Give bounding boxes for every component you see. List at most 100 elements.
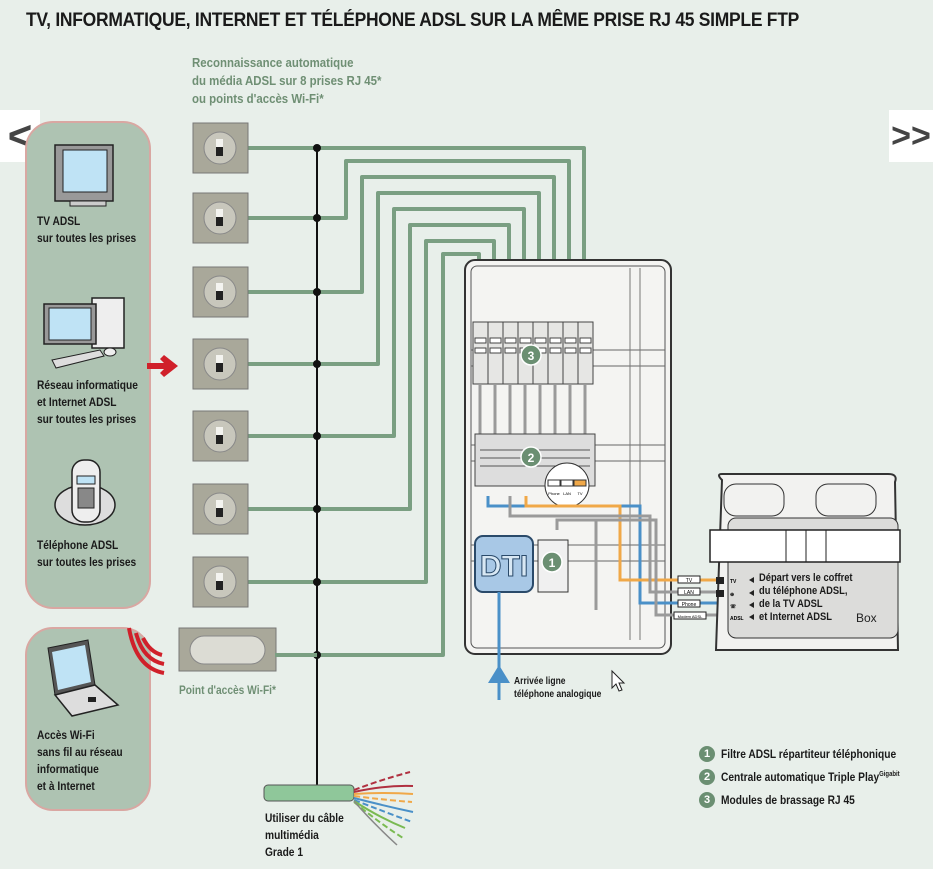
- mouse-cursor: [611, 669, 626, 692]
- patch-module: [487, 321, 504, 385]
- devices-panel: [25, 121, 151, 609]
- arrow-up-icon: [488, 665, 510, 683]
- box-port-labels: TV ⊕ ☏ ADSL: [730, 579, 744, 622]
- rj45-cable: [248, 191, 541, 366]
- legend-text: Filtre ADSL répartiteur téléphonique: [721, 747, 896, 761]
- port-label: Phone: [548, 491, 560, 496]
- legend-label: Filtre ADSL répartiteur téléphonique: [721, 747, 897, 761]
- svg-text:LAN: LAN: [684, 590, 694, 596]
- tv-label: TV ADSL sur toutes les prises: [37, 213, 136, 247]
- caption-line: du média ADSL sur 8 prises RJ 45*: [192, 73, 382, 88]
- patch-module: [502, 321, 519, 385]
- junction-dot: [313, 288, 321, 296]
- junction-dot: [313, 214, 321, 222]
- rj45-outlet[interactable]: [192, 192, 249, 244]
- label-line: Grade 1: [265, 845, 303, 859]
- rj45-outlet[interactable]: [192, 483, 249, 535]
- label-line: téléphone analogique: [514, 689, 602, 700]
- legend-label: Modules de brassage RJ 45: [721, 793, 855, 807]
- wifi-signal-icon: [127, 627, 165, 675]
- legend-item: 1 Filtre ADSL répartiteur téléphonique: [699, 746, 927, 762]
- distribution-cabinet: Phone LAN TV DTI 3 2 1: [464, 259, 720, 700]
- pointer-arrows: [749, 577, 754, 620]
- label-line: du téléphone ADSL,: [759, 585, 848, 597]
- wifi-access-point[interactable]: [178, 627, 317, 672]
- label-line: et Internet ADSL: [37, 395, 117, 409]
- auto-detection-caption: Reconnaissance automatique du média ADSL…: [192, 54, 381, 108]
- badge-1: 1: [541, 551, 563, 573]
- box-description: Départ vers le coffret du téléphone ADSL…: [759, 572, 853, 624]
- port-label: TV: [577, 491, 582, 496]
- rj45-outlet[interactable]: [192, 556, 249, 608]
- tv-icon: [54, 144, 114, 207]
- svg-text:3: 3: [528, 349, 535, 363]
- label-line: sur toutes les prises: [37, 555, 137, 569]
- legend-item: 2 Centrale automatique Triple PlayGigabi…: [699, 769, 931, 785]
- patch-module: [577, 321, 594, 385]
- legend-item: 3 Modules de brassage RJ 45: [699, 792, 878, 808]
- legend-badge: 3: [699, 792, 715, 808]
- incoming-line-label: Arrivée ligne téléphone analogique: [514, 675, 601, 701]
- cable-label: Utiliser du câble multimédia Grade 1: [265, 810, 344, 861]
- dti-label: DTI: [480, 550, 528, 583]
- double-chevron-right-icon: >>: [891, 116, 931, 155]
- wifi-label: Accès Wi-Fi sans fil au réseau informati…: [37, 727, 123, 795]
- port-label: LAN: [563, 491, 571, 496]
- phone-label: Téléphone ADSL sur toutes les prises: [37, 537, 136, 571]
- label-line: sur toutes les prises: [37, 412, 137, 426]
- page-title: TV, INFORMATIQUE, INTERNET ET TÉLÉPHONE …: [26, 10, 799, 31]
- wifi-access-point-label: Point d'accès Wi-Fi*: [179, 683, 276, 697]
- label-line: sans fil au réseau: [37, 745, 123, 759]
- rj45-patch-modules: [472, 321, 594, 385]
- svg-text:2: 2: [528, 451, 535, 465]
- label-line: Accès Wi-Fi: [37, 728, 95, 742]
- label-line: multimédia: [265, 828, 319, 842]
- label-line: informatique: [37, 762, 99, 776]
- svg-text:1: 1: [549, 556, 556, 570]
- laptop-icon: [47, 639, 120, 717]
- svg-text:⊕: ⊕: [730, 592, 734, 598]
- box-label: Box: [856, 611, 877, 625]
- label-line: et Internet ADSL: [759, 611, 832, 623]
- rj45-cable: [248, 207, 526, 438]
- rj45-outlet[interactable]: [192, 338, 249, 390]
- legend-badge: 1: [699, 746, 715, 762]
- svg-text:TV: TV: [686, 578, 693, 584]
- patch-module: [547, 321, 564, 385]
- dti-module: [474, 535, 534, 593]
- label-line: Utiliser du câble: [265, 811, 344, 825]
- svg-text:ADSL: ADSL: [730, 616, 744, 622]
- rj45-cable: [248, 175, 556, 330]
- junction-dot: [313, 505, 321, 513]
- network-label: Réseau informatique et Internet ADSL sur…: [37, 377, 138, 428]
- label-line: TV ADSL: [37, 214, 81, 228]
- patch-module: [562, 321, 579, 385]
- label-line: de la TV ADSL: [759, 598, 823, 610]
- caption-line: Reconnaissance automatique: [192, 55, 354, 70]
- legend-text: Centrale automatique Triple PlayGigabit: [721, 770, 900, 784]
- label-line: Arrivée ligne: [514, 676, 566, 687]
- legend-superscript: Gigabit: [879, 771, 900, 778]
- label-line: sur toutes les prises: [37, 231, 137, 245]
- legend-label: Centrale automatique Triple Play: [721, 770, 880, 784]
- rj45-outlet[interactable]: [192, 122, 249, 174]
- legend-text: Modules de brassage RJ 45: [721, 793, 855, 807]
- next-button[interactable]: >>: [889, 110, 933, 162]
- label-line: et à Internet: [37, 779, 95, 793]
- label-line: Réseau informatique: [37, 378, 138, 392]
- svg-text:Phone: Phone: [682, 602, 697, 608]
- rj45-outlet[interactable]: [192, 266, 249, 318]
- junction-dot: [313, 578, 321, 586]
- svg-text:☏: ☏: [730, 604, 737, 610]
- computer-icon: [43, 297, 125, 369]
- svg-text:TV: TV: [730, 579, 737, 585]
- rj45-outlet[interactable]: [192, 410, 249, 462]
- multimedia-cable-icon: [263, 771, 414, 846]
- legend-badge: 2: [699, 769, 715, 785]
- arrow-right-icon: [147, 355, 178, 377]
- label-line: Téléphone ADSL: [37, 538, 119, 552]
- junction-dot: [313, 360, 321, 368]
- output-port-tags: TV LAN Phone Modem ADSL: [673, 575, 707, 620]
- junction-dot: [313, 432, 321, 440]
